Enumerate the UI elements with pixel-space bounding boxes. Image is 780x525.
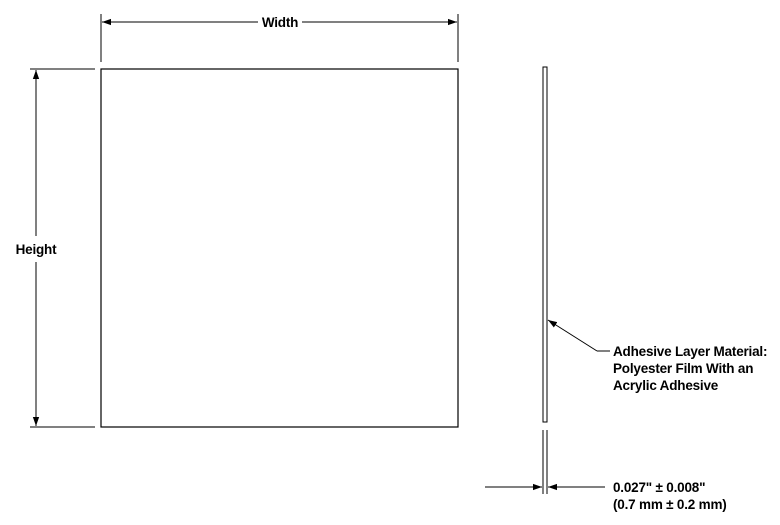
thickness-label-inch: 0.027" ± 0.008" [613,480,705,495]
front-view-panel [100,68,459,428]
width-label: Width [262,15,298,30]
adhesive-label-line1: Adhesive Layer Material: [613,344,767,359]
adhesive-label-line2: Polyester Film With an [613,361,753,376]
adhesive-callout: Adhesive Layer Material: Polyester Film … [547,319,767,393]
side-view-panel [542,66,548,423]
adhesive-leader-arrow [547,319,598,352]
width-dimension: Width [100,14,459,62]
height-label: Height [16,242,58,257]
thickness-dimension: 0.027" ± 0.008" (0.7 mm ± 0.2 mm) [485,480,727,512]
height-dimension: Height [16,68,95,428]
adhesive-label-line3: Acrylic Adhesive [613,378,719,393]
thickness-label-mm: (0.7 mm ± 0.2 mm) [613,497,727,512]
